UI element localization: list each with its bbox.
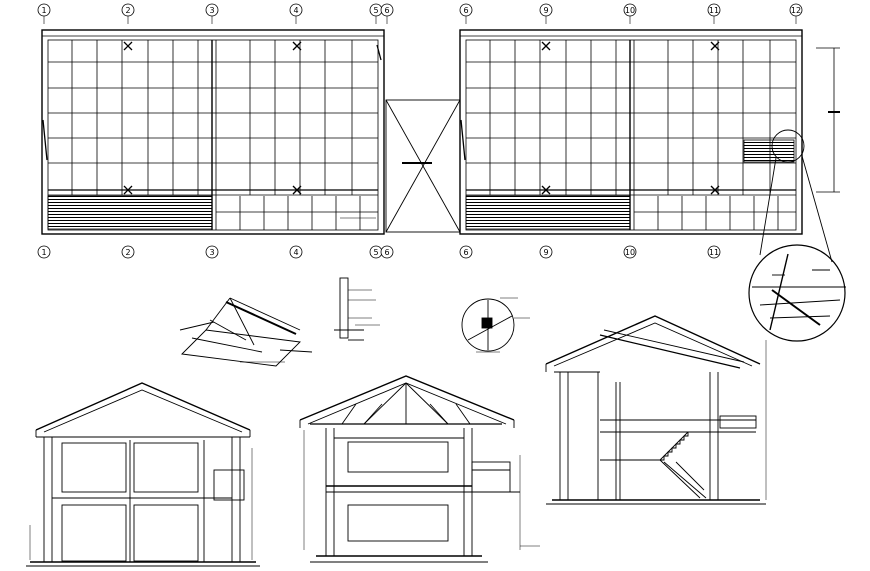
stair-void-cross [385,99,461,233]
roof-plan-right [459,29,840,235]
right-plan-lower-grid [634,196,796,230]
axis-label-bottom-1: 1 [41,248,46,257]
right-plan-horizontal-lines [466,61,796,196]
right-plan-dimension-line [816,47,840,193]
axis-label-top-5: 5 [373,6,378,15]
axis-label-top-6a: 6 [384,6,389,15]
top-axis-labels: 1 2 3 4 5 6 6 9 10 11 12 [41,6,801,15]
truss-webs [341,382,471,425]
right-plan-column-markers [460,41,720,195]
axis-label-bottom-2: 2 [125,248,130,257]
left-plan-horizontal-lines [48,61,378,196]
right-plan-detail-patch [743,139,795,163]
bottom-axis-bubbles [37,245,721,259]
axis-label-bottom-6a: 6 [384,248,389,257]
left-plan-hatched-strip [47,195,213,230]
stair-section [545,315,767,505]
axis-label-bottom-5: 5 [373,248,378,257]
left-plan-lower-grid [216,196,378,230]
axis-label-top-6b: 6 [463,6,468,15]
axis-label-bottom-4: 4 [293,248,298,257]
connection-circle-detail [461,297,530,353]
axis-label-bottom-6b: 6 [463,248,468,257]
bottom-axis-labels: 1 2 3 4 5 6 6 9 10 11 [41,248,719,257]
axis-label-top-3: 3 [209,6,214,15]
top-axis-bubbles [37,3,803,17]
front-elevation [26,382,260,567]
axis-grid-lines-top [43,16,797,30]
axis-label-bottom-9: 9 [543,248,548,257]
axis-label-top-12: 12 [791,6,801,15]
right-plan-hatched-strip [465,195,631,230]
roof-plan-left [41,29,385,235]
axis-label-top-2: 2 [125,6,130,15]
truss-3d-detail [179,297,313,367]
magnified-detail-callout [748,129,846,342]
axis-label-bottom-10: 10 [625,248,635,257]
left-plan-vertical-lines [71,40,353,230]
axis-label-bottom-3: 3 [209,248,214,257]
axis-label-top-9: 9 [543,6,548,15]
axis-label-top-4: 4 [293,6,298,15]
left-plan-column-markers [42,41,382,195]
axis-label-top-11: 11 [709,6,719,15]
axis-label-bottom-11: 11 [709,248,719,257]
axis-label-top-10: 10 [625,6,635,15]
cross-section-with-truss [299,375,540,563]
wall-section-detail [334,277,380,341]
axis-label-top-1: 1 [41,6,46,15]
